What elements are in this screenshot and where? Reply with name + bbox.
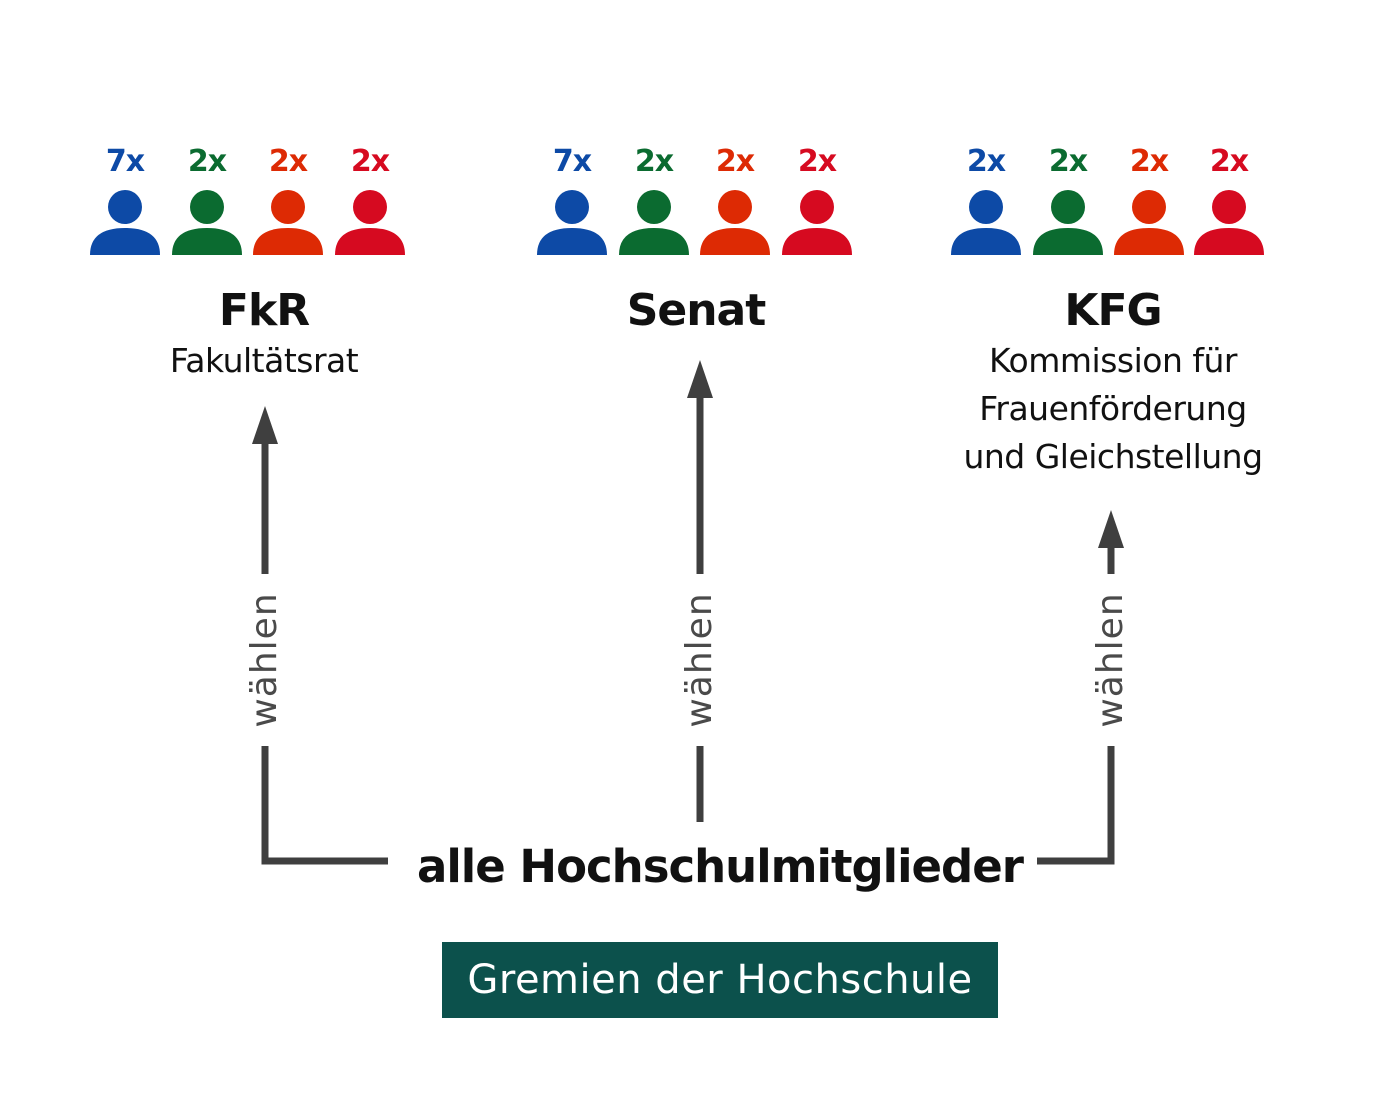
person-icon	[1033, 190, 1103, 255]
member-group-2: 2x	[614, 140, 694, 258]
member-count: 2x	[634, 144, 674, 179]
member-count: 2x	[350, 144, 390, 179]
person-icon	[253, 190, 323, 255]
group-title: FkR	[218, 285, 310, 336]
member-count: 2x	[1129, 144, 1169, 179]
member-group-4: 2x	[330, 140, 410, 258]
group-title: Senat	[626, 285, 767, 336]
person-icon	[1194, 190, 1264, 255]
group-kfg: 2x 2x 2x 2x KFG Kommission für Frauenför…	[930, 140, 1290, 476]
arrow-line-lower	[1037, 746, 1115, 865]
member-group-1: 7x	[532, 140, 612, 258]
member-count: 2x	[268, 144, 308, 179]
member-count: 2x	[1209, 144, 1249, 179]
member-group-3: 2x	[695, 140, 775, 258]
member-count: 2x	[966, 144, 1006, 179]
person-icon	[951, 190, 1021, 255]
person-icon	[90, 190, 160, 255]
group-titles: FkR Fakultätsrat	[84, 285, 444, 385]
group-subtitle: und Gleichstellung	[963, 437, 1263, 476]
arrow-kfg	[1037, 510, 1124, 865]
member-group-1: 2x	[946, 140, 1026, 258]
group-titles: KFG Kommission für Frauenförderung und G…	[933, 285, 1293, 481]
person-icon	[619, 190, 689, 255]
group-subtitle: Kommission für	[989, 341, 1237, 380]
arrow-head	[1098, 510, 1124, 548]
person-icon	[782, 190, 852, 255]
member-group-3: 2x	[1109, 140, 1189, 258]
person-icon	[537, 190, 607, 255]
person-icon	[335, 190, 405, 255]
member-count: 7x	[552, 144, 592, 179]
member-group-1: 7x	[85, 140, 165, 258]
group-fkr: 7x 2x 2x 2x FkR Fakultätsrat	[85, 140, 445, 380]
person-icon	[700, 190, 770, 255]
member-count: 7x	[105, 144, 145, 179]
member-group-4: 2x	[1189, 140, 1269, 258]
member-group-2: 2x	[167, 140, 247, 258]
arrow-line-lower	[261, 746, 388, 865]
edge-label-waehlen: wählen	[1090, 592, 1131, 728]
arrow-senat	[687, 360, 713, 822]
arrow-head	[687, 360, 713, 398]
arrow-head	[252, 406, 278, 444]
group-senat: 7x 2x 2x 2x Senat	[516, 140, 876, 336]
member-icons: 7x 2x 2x 2x	[85, 140, 445, 265]
group-titles: Senat	[516, 285, 876, 337]
person-icon	[172, 190, 242, 255]
group-subtitle: Fakultätsrat	[169, 341, 359, 380]
member-icons: 2x 2x 2x 2x	[930, 140, 1290, 265]
group-subtitle: Frauenförderung	[979, 389, 1247, 428]
person-icon	[1114, 190, 1184, 255]
arrow-fkr	[252, 406, 388, 865]
source-node: alle Hochschulmitglieder	[417, 840, 1024, 893]
member-group-2: 2x	[1028, 140, 1108, 258]
caption-box: Gremien der Hochschule	[442, 942, 998, 1018]
edge-label-waehlen: wählen	[244, 592, 285, 728]
member-group-3: 2x	[248, 140, 328, 258]
member-count: 2x	[715, 144, 755, 179]
group-title: KFG	[1064, 285, 1162, 336]
member-group-4: 2x	[777, 140, 857, 258]
edge-label-waehlen: wählen	[679, 592, 720, 728]
member-count: 2x	[797, 144, 837, 179]
member-count: 2x	[1048, 144, 1088, 179]
member-icons: 7x 2x 2x 2x	[516, 140, 876, 265]
member-count: 2x	[187, 144, 227, 179]
